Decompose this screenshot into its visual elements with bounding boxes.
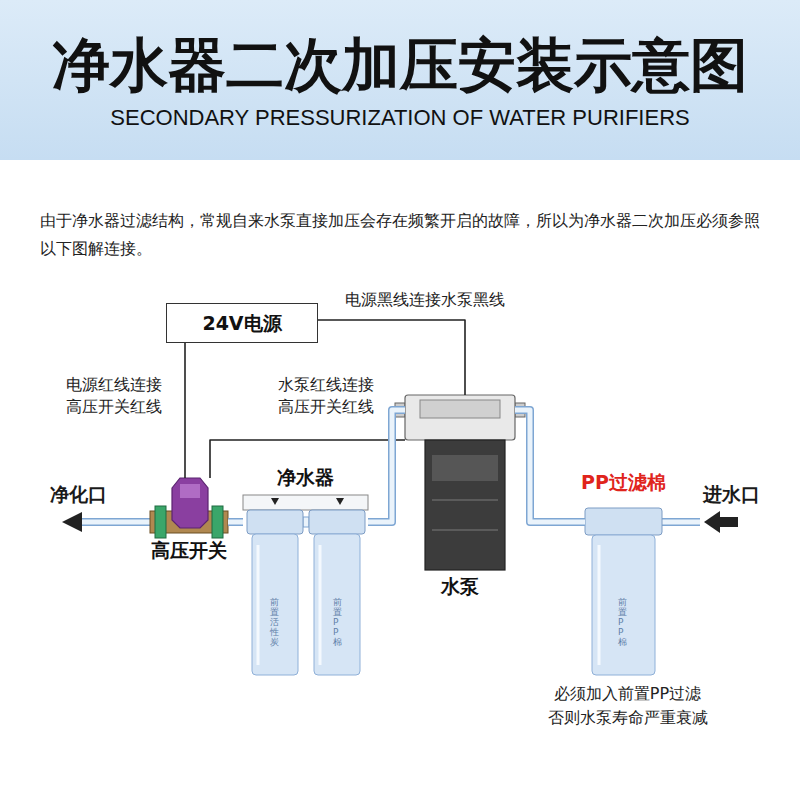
pipe [82,520,150,525]
housing-print: 前置活性炭 [270,598,279,647]
housing-shine [598,545,601,665]
housing-cap [247,510,303,534]
component-label: 净水器 [193,465,418,489]
housing-shine [319,545,322,665]
pipe-line [368,410,405,522]
wire [185,343,186,478]
inlet-arrow-shaft [718,517,738,527]
water-pipe [368,410,405,522]
pipe-outline [662,518,700,526]
bracket-mark [271,498,279,505]
purifier-bracket [243,495,368,510]
housing-shine [257,545,260,665]
pipe-line [515,410,585,522]
housing-body [252,534,298,675]
pump-motor [425,440,505,570]
outlet-arrow [62,512,82,532]
switch-nut [155,506,166,538]
pump-motor-stripe [432,499,498,501]
inlet-label: 进水口 [703,482,773,506]
subtitle: SECONDARY PRESSURIZATION OF WATER PURIFI… [0,104,800,132]
housing-body [314,534,360,675]
pump-head [405,395,515,440]
component-label: 高压开关 [100,538,278,562]
wire-note: 电源红线连接 高压开关红线 [50,374,178,418]
inlet-arrow-head [704,511,720,533]
water-pump: 水泵 [405,395,515,570]
pump-head-detail [420,400,500,418]
box-label: 24V电源 [202,311,281,335]
component-label: 水泵 [355,574,565,598]
housing-print: 前置PP棉 [618,598,627,647]
water-pipe [515,410,585,522]
pipe-outline [82,518,150,526]
outlet-label: 净化口 [50,482,120,506]
title: 净水器二次加压安装示意图 [0,30,800,100]
pipe-line [515,410,585,522]
pipe [662,520,700,525]
pipe-line [228,518,243,526]
pp-housing-cap [585,508,662,535]
pipe-line [228,520,243,525]
switch-highlight [180,484,200,498]
pressure-switch: 高压开关 [150,478,228,532]
wire-note: 水泵红线连接 高压开关红线 [262,374,390,418]
pipe-line [368,410,405,522]
power-box: 24V电源 [166,303,318,343]
switch-nut [212,506,223,538]
housing-cap [309,510,365,534]
pump-motor-stripe [432,529,498,531]
bracket-mark [336,498,344,505]
housing-link [303,517,309,527]
wire-note: 电源黑线连接水泵黑线 [345,289,565,311]
pp-housing-body [592,535,655,675]
pump-motor-band [432,455,498,481]
water-purifier: 净水器 [243,495,368,675]
switch-body [172,478,208,528]
intro-note: 由于净水器过滤结构，常规自来水泵直接加压会存在频繁开启的故障，所以为净水器二次加… [40,207,764,263]
housing-print: 前置PP棉 [333,598,342,647]
component-label: PP过滤棉 [535,470,712,494]
warning-note: 必须加入前置PP过滤 否则水泵寿命严重衰减 [530,682,725,730]
pp-filter: PP过滤棉 [585,508,662,675]
water-pipe [228,522,243,523]
wire-line [184,343,186,478]
